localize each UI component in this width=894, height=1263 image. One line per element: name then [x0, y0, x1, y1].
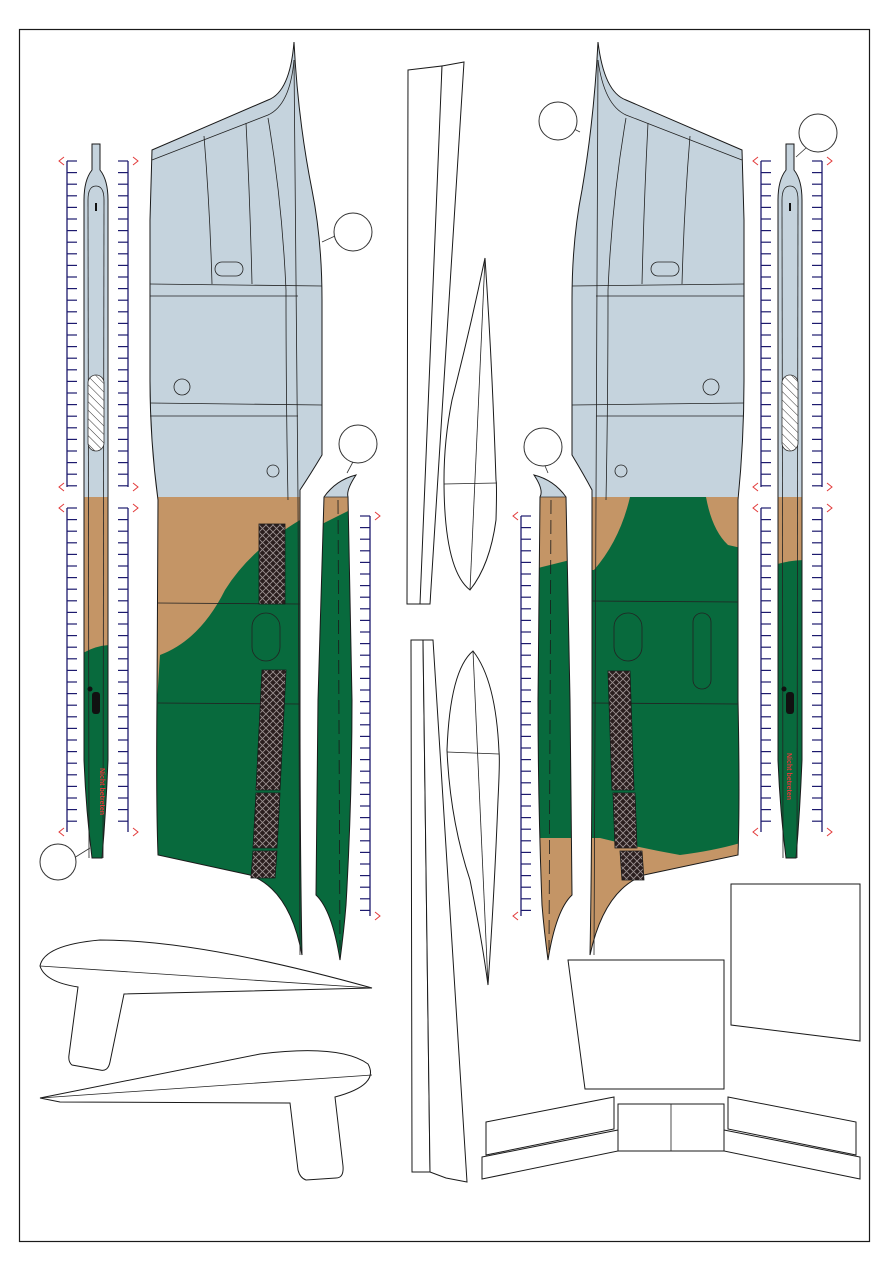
mesh-grille [255, 669, 287, 791]
spine-strip-left[interactable] [310, 424, 378, 970]
oval-panel [692, 612, 712, 690]
oval-panel [613, 612, 643, 662]
part-number-circle [538, 101, 578, 141]
wing-strip-left[interactable]: Nicht betreten [39, 140, 112, 881]
ruler-left-lower [58, 503, 139, 837]
hatched-window [87, 374, 105, 452]
mesh-grille [612, 792, 638, 849]
oval-panel [251, 612, 281, 662]
fuselage-right-side[interactable] [538, 30, 760, 967]
part-number-circle [798, 113, 838, 153]
fin-former-lower[interactable] [39, 1050, 373, 1181]
port-hole [266, 464, 280, 478]
hatched-window [781, 374, 799, 452]
ruler-right-upper [752, 156, 833, 492]
ruler-right-lower [752, 503, 833, 837]
port-hole [702, 378, 720, 396]
ruler-spine-left [360, 511, 381, 921]
part-number-circle [39, 843, 77, 881]
walkway-dot [781, 686, 787, 692]
mesh-grille [607, 670, 635, 791]
walkway-stencil: Nicht betreten [98, 768, 105, 815]
mesh-grille [250, 850, 278, 879]
bracket-assembly[interactable] [481, 1096, 861, 1180]
mesh-grille [252, 792, 281, 849]
rib-top[interactable] [406, 61, 465, 605]
hatch-outline [650, 261, 680, 277]
rib-bottom[interactable] [410, 639, 468, 1183]
part-number-circle [338, 424, 378, 464]
step-mark [92, 692, 100, 714]
page-border [18, 28, 871, 1243]
ruler-left-upper [58, 156, 139, 492]
plate-square[interactable] [567, 959, 725, 1090]
walkway-dot [87, 686, 93, 692]
hatch-outline [214, 261, 244, 277]
mesh-grille [619, 850, 645, 881]
step-mark [786, 692, 794, 714]
port-hole [614, 464, 628, 478]
airfoil-profile-upper[interactable] [443, 257, 498, 591]
plate-tall[interactable] [730, 883, 861, 1042]
spine-strip-right[interactable] [523, 427, 580, 967]
mesh-grille [258, 523, 286, 605]
part-number-circle [523, 427, 563, 467]
airfoil-profile-lower[interactable] [446, 650, 500, 986]
walkway-stencil: Nicht betreten [785, 753, 792, 800]
fin-former-upper[interactable] [39, 939, 373, 1071]
port-hole [173, 378, 191, 396]
part-number-circle [333, 212, 373, 252]
wing-strip-right[interactable]: Nicht betreten [774, 113, 838, 870]
ruler-spine-right [512, 511, 531, 921]
